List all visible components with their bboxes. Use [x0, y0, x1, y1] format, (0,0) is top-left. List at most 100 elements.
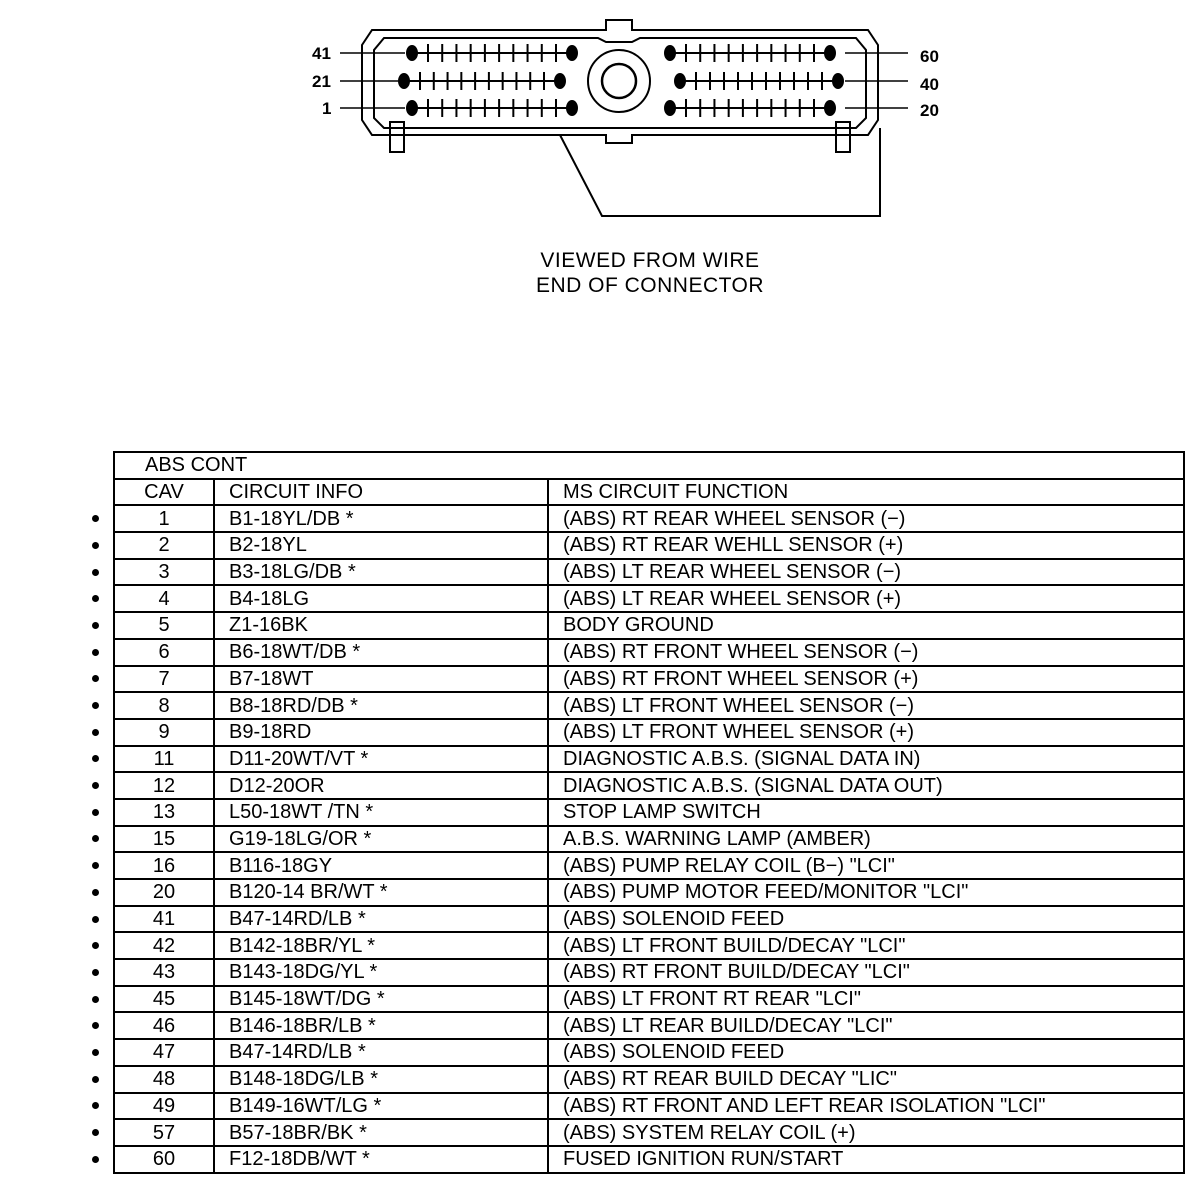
circuit-function-cell: A.B.S. WARNING LAMP (AMBER) [547, 824, 1185, 854]
cav-cell: 46 [113, 1011, 215, 1041]
circuit-function-cell: (ABS) LT REAR WHEEL SENSOR (−) [547, 557, 1185, 587]
circuit-function-cell: (ABS) RT REAR WHEEL SENSOR (−) [547, 504, 1185, 534]
circuit-info-cell: B143-18DG/YL * [213, 958, 549, 987]
circuit-function-cell: (ABS) SYSTEM RELAY COIL (+) [547, 1118, 1185, 1147]
pin-end-marker [566, 100, 578, 116]
cav-cell: 9 [113, 717, 215, 747]
pinout-table: ABS CONT CAV CIRCUIT INFO MS CIRCUIT FUN… [113, 451, 1185, 1174]
table-title-row: ABS CONT [113, 451, 1185, 480]
pin-end-marker [664, 100, 676, 116]
circuit-info-cell: B148-18DG/LB * [213, 1064, 549, 1094]
row-bullet [92, 1102, 99, 1110]
cav-cell: 60 [113, 1144, 215, 1174]
circuit-function-cell: DIAGNOSTIC A.B.S. (SIGNAL DATA IN) [547, 744, 1185, 774]
pin-label-21: 21 [312, 72, 331, 91]
circuit-info-cell: B47-14RD/LB * [213, 1038, 549, 1067]
circuit-function-cell: (ABS) SOLENOID FEED [547, 904, 1185, 934]
caption-line-1: VIEWED FROM WIRE [540, 249, 760, 272]
circuit-function-cell: FUSED IGNITION RUN/START [547, 1144, 1185, 1174]
circuit-function-cell: (ABS) LT FRONT WHEEL SENSOR (+) [547, 717, 1185, 747]
pin-end-marker [398, 73, 410, 89]
cav-cell: 43 [113, 958, 215, 987]
circuit-info-cell: B6-18WT/DB * [213, 637, 549, 667]
cav-cell: 2 [113, 531, 215, 560]
pin-end-marker [832, 73, 844, 89]
row-bullet [92, 888, 99, 896]
row-bullet [92, 675, 99, 683]
row-bullet [92, 1048, 99, 1056]
circuit-info-cell: B2-18YL [213, 531, 549, 560]
circuit-info-cell: B47-14RD/LB * [213, 904, 549, 934]
row-bullet [92, 728, 99, 736]
circuit-function-cell: (ABS) LT FRONT WHEEL SENSOR (−) [547, 691, 1185, 720]
cav-cell: 8 [113, 691, 215, 720]
cav-cell: 42 [113, 931, 215, 961]
pin-end-marker [406, 100, 418, 116]
circuit-info-cell: B1-18YL/DB * [213, 504, 549, 534]
connector-diagram: 41 21 1 60 40 20 [312, 19, 939, 217]
cav-cell: 3 [113, 557, 215, 587]
row-bullet [92, 835, 99, 843]
circuit-info-cell: B8-18RD/DB * [213, 691, 549, 720]
cav-cell: 49 [113, 1091, 215, 1121]
circuit-function-cell: DIAGNOSTIC A.B.S. (SIGNAL DATA OUT) [547, 771, 1185, 800]
cav-cell: 7 [113, 664, 215, 694]
pin-label-1: 1 [322, 99, 331, 118]
pin-end-marker [554, 73, 566, 89]
diagram-caption: VIEWED FROM WIRE END OF CONNECTOR [450, 248, 850, 298]
pin-end-marker [674, 73, 686, 89]
circuit-function-cell: (ABS) LT REAR BUILD/DECAY "LCI" [547, 1011, 1185, 1041]
row-bullet [92, 595, 99, 603]
pin-label-20: 20 [920, 101, 939, 120]
row-bullet [92, 755, 99, 763]
cav-cell: 48 [113, 1064, 215, 1094]
cav-cell: 6 [113, 637, 215, 667]
circuit-info-cell: B142-18BR/YL * [213, 931, 549, 961]
circuit-function-cell: (ABS) LT FRONT RT REAR "LCI" [547, 984, 1185, 1014]
row-bullet [92, 1129, 99, 1137]
cav-cell: 1 [113, 504, 215, 534]
caption-line-2: END OF CONNECTOR [535, 274, 765, 297]
circuit-info-cell: D11-20WT/VT * [213, 744, 549, 774]
header-circuit-info: CIRCUIT INFO [213, 477, 549, 507]
circuit-info-cell: B145-18WT/DG * [213, 984, 549, 1014]
cav-cell: 16 [113, 851, 215, 880]
circuit-function-cell: (ABS) RT FRONT BUILD/DECAY "LCI" [547, 958, 1185, 987]
row-bullet [92, 621, 99, 629]
row-bullet-markers [92, 0, 104, 1204]
row-bullet [92, 648, 99, 656]
circuit-info-cell: B9-18RD [213, 717, 549, 747]
cav-cell: 15 [113, 824, 215, 854]
circuit-info-cell: B146-18BR/LB * [213, 1011, 549, 1041]
pin-end-marker [824, 100, 836, 116]
circuit-info-cell: G19-18LG/OR * [213, 824, 549, 854]
circuit-function-cell: (ABS) PUMP MOTOR FEED/MONITOR "LCI" [547, 878, 1185, 907]
cav-cell: 5 [113, 611, 215, 640]
cav-cell: 45 [113, 984, 215, 1014]
cav-cell: 57 [113, 1118, 215, 1147]
circuit-function-cell: BODY GROUND [547, 611, 1185, 640]
circuit-function-cell: (ABS) RT FRONT WHEEL SENSOR (+) [547, 664, 1185, 694]
pin-label-40: 40 [920, 75, 939, 94]
table-header-row: CAV CIRCUIT INFO MS CIRCUIT FUNCTION [113, 477, 1185, 507]
pin-end-marker [406, 45, 418, 61]
circuit-function-cell: STOP LAMP SWITCH [547, 797, 1185, 827]
row-bullet [92, 515, 99, 523]
row-bullet [92, 968, 99, 976]
pin-end-marker [566, 45, 578, 61]
circuit-info-cell: F12-18DB/WT * [213, 1144, 549, 1174]
